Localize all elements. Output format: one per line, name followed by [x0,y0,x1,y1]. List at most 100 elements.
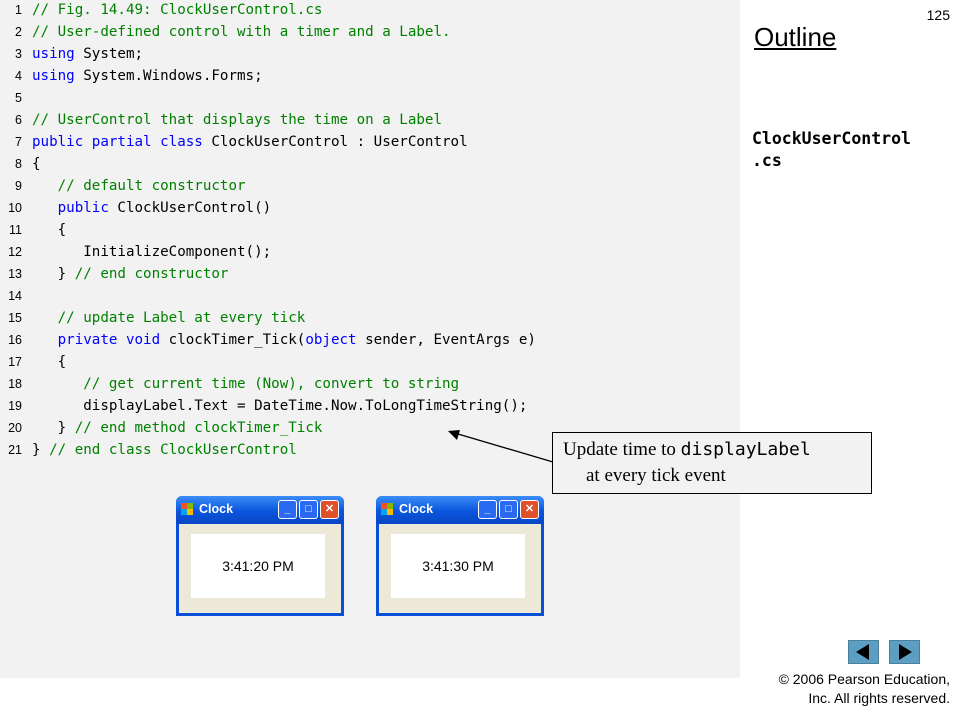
code-text: { [32,222,67,238]
app-icon [381,503,393,515]
code-line: 1 // Fig. 14.49: ClockUserControl.cs [0,0,322,21]
line-number: 15 [8,311,22,325]
slide-number: 125 [926,7,950,23]
window-titlebar[interactable]: Clock _ □ ✕ [176,496,344,524]
code-text: } [32,442,50,458]
code-line: 10 public ClockUserControl() [0,197,271,219]
code-line: 6 // UserControl that displays the time o… [0,109,442,131]
line-number: 1 [15,3,22,17]
line-number: 7 [15,135,22,149]
code-text: displayLabel.Text = DateTime.Now.ToLongT… [32,398,528,414]
code-text: ClockUserControl() [108,200,272,216]
line-number: 13 [8,267,22,281]
code-line: 9 // default constructor [0,175,246,197]
code-text: { [32,156,41,172]
code-text [32,310,58,326]
line-number: 5 [15,91,22,105]
code-keyword: using [32,68,75,84]
code-keyword: public [57,200,109,216]
callout-code: displayLabel [680,439,811,460]
code-text: System.Windows.Forms; [74,68,263,84]
callout-line-1: Update time to displayLabel [563,437,871,463]
line-number: 11 [9,223,22,237]
maximize-button[interactable]: □ [299,500,318,519]
code-comment: // Fig. 14.49: ClockUserControl.cs [32,2,323,18]
callout-box: Update time to displayLabel at every tic… [552,432,872,494]
triangle-left-icon [856,644,869,660]
clock-window-2: Clock _ □ ✕ 3:41:30 PM [376,496,544,616]
previous-slide-button[interactable] [848,640,879,664]
callout-prefix: Update time to [563,439,681,460]
display-label: 3:41:20 PM [191,534,325,598]
line-number: 3 [15,47,22,61]
code-keyword: object [305,332,357,348]
next-slide-button[interactable] [889,640,920,664]
code-text: InitializeComponent(); [32,244,272,260]
code-line: 13 } // end constructor [0,263,228,285]
code-line: 21} // end class ClockUserControl [0,439,297,461]
code-line: 12 InitializeComponent(); [0,241,271,263]
code-text: ClockUserControl : UserControl [202,134,468,150]
code-keyword: private void [57,332,161,348]
code-text: } [32,266,75,282]
code-text: } [32,420,75,436]
window-body: 3:41:30 PM [379,524,541,613]
line-number: 17 [8,355,22,369]
window-body: 3:41:20 PM [179,524,341,613]
triangle-right-icon [899,644,912,660]
code-line: 4 using System.Windows.Forms; [0,65,263,87]
code-text [32,200,58,216]
code-text: { [32,354,67,370]
code-text: sender, EventArgs e) [356,332,536,348]
minimize-button[interactable]: _ [278,500,297,519]
close-button[interactable]: ✕ [320,500,339,519]
close-button[interactable]: ✕ [520,500,539,519]
copyright-line-1: © 2006 Pearson Education, [778,671,950,687]
line-number: 10 [8,201,22,215]
code-text: clockTimer_Tick( [160,332,306,348]
code-line: 19 displayLabel.Text = DateTime.Now.ToLo… [0,395,527,417]
code-text [32,178,58,194]
line-number: 4 [15,69,22,83]
line-number: 6 [15,113,22,127]
code-line: 18 // get current time (Now), convert to… [0,373,459,395]
code-line: 15 // update Label at every tick [0,307,305,329]
code-comment: // update Label at every tick [57,310,306,326]
code-comment: // UserControl that displays the time on… [32,112,442,128]
maximize-button[interactable]: □ [499,500,518,519]
code-line: 5 [0,87,32,109]
code-line: 8{ [0,153,41,175]
code-line: 14 [0,285,32,307]
window-title: Clock [199,502,234,516]
code-comment: // default constructor [57,178,246,194]
app-icon [181,503,193,515]
line-number: 8 [15,157,22,171]
outline-title[interactable]: Outline [754,22,837,52]
code-line: 16 private void clockTimer_Tick(object s… [0,329,536,351]
display-label: 3:41:30 PM [391,534,525,598]
line-number: 14 [8,289,22,303]
code-comment: // end constructor [74,266,229,282]
code-comment: // end class ClockUserControl [49,442,297,458]
copyright-line-2: Inc. All rights reserved. [808,690,950,706]
code-line: 2 // User-defined control with a timer an… [0,21,451,43]
code-line: 20 } // end method clockTimer_Tick [0,417,322,439]
code-comment: // User-defined control with a timer and… [32,24,451,40]
line-number: 2 [15,25,22,39]
line-number: 21 [8,443,22,457]
line-number: 16 [8,333,22,347]
code-line: 7 public partial class ClockUserControl :… [0,131,468,153]
copyright: © 2006 Pearson Education, Inc. All right… [730,670,950,708]
window-titlebar[interactable]: Clock _ □ ✕ [376,496,544,524]
line-number: 18 [8,377,22,391]
line-number: 20 [8,421,22,435]
clock-window-1: Clock _ □ ✕ 3:41:20 PM [176,496,344,616]
line-number: 19 [8,399,22,413]
code-keyword: public partial class [32,134,203,150]
code-comment: // get current time (Now), convert to st… [83,376,460,392]
code-text: System; [74,46,144,62]
minimize-button[interactable]: _ [478,500,497,519]
code-line: 11 { [0,219,66,241]
code-text [32,332,58,348]
code-keyword: using [32,46,75,62]
